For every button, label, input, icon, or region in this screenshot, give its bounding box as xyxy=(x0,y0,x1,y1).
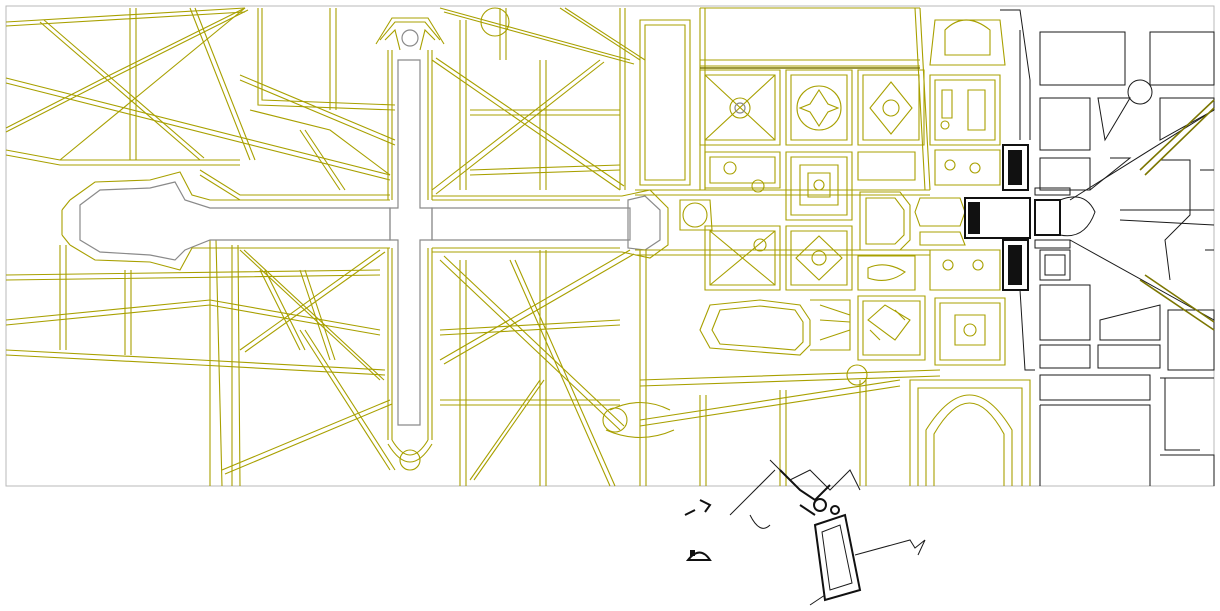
park-allees-west xyxy=(5,7,396,487)
detached-fragments xyxy=(684,459,926,606)
park-allees-east xyxy=(431,7,646,487)
bosquets xyxy=(602,7,1031,486)
plan-frame xyxy=(5,5,1215,487)
palace xyxy=(964,9,1096,371)
town-streets xyxy=(1039,31,1215,486)
grand-canal xyxy=(61,17,669,471)
